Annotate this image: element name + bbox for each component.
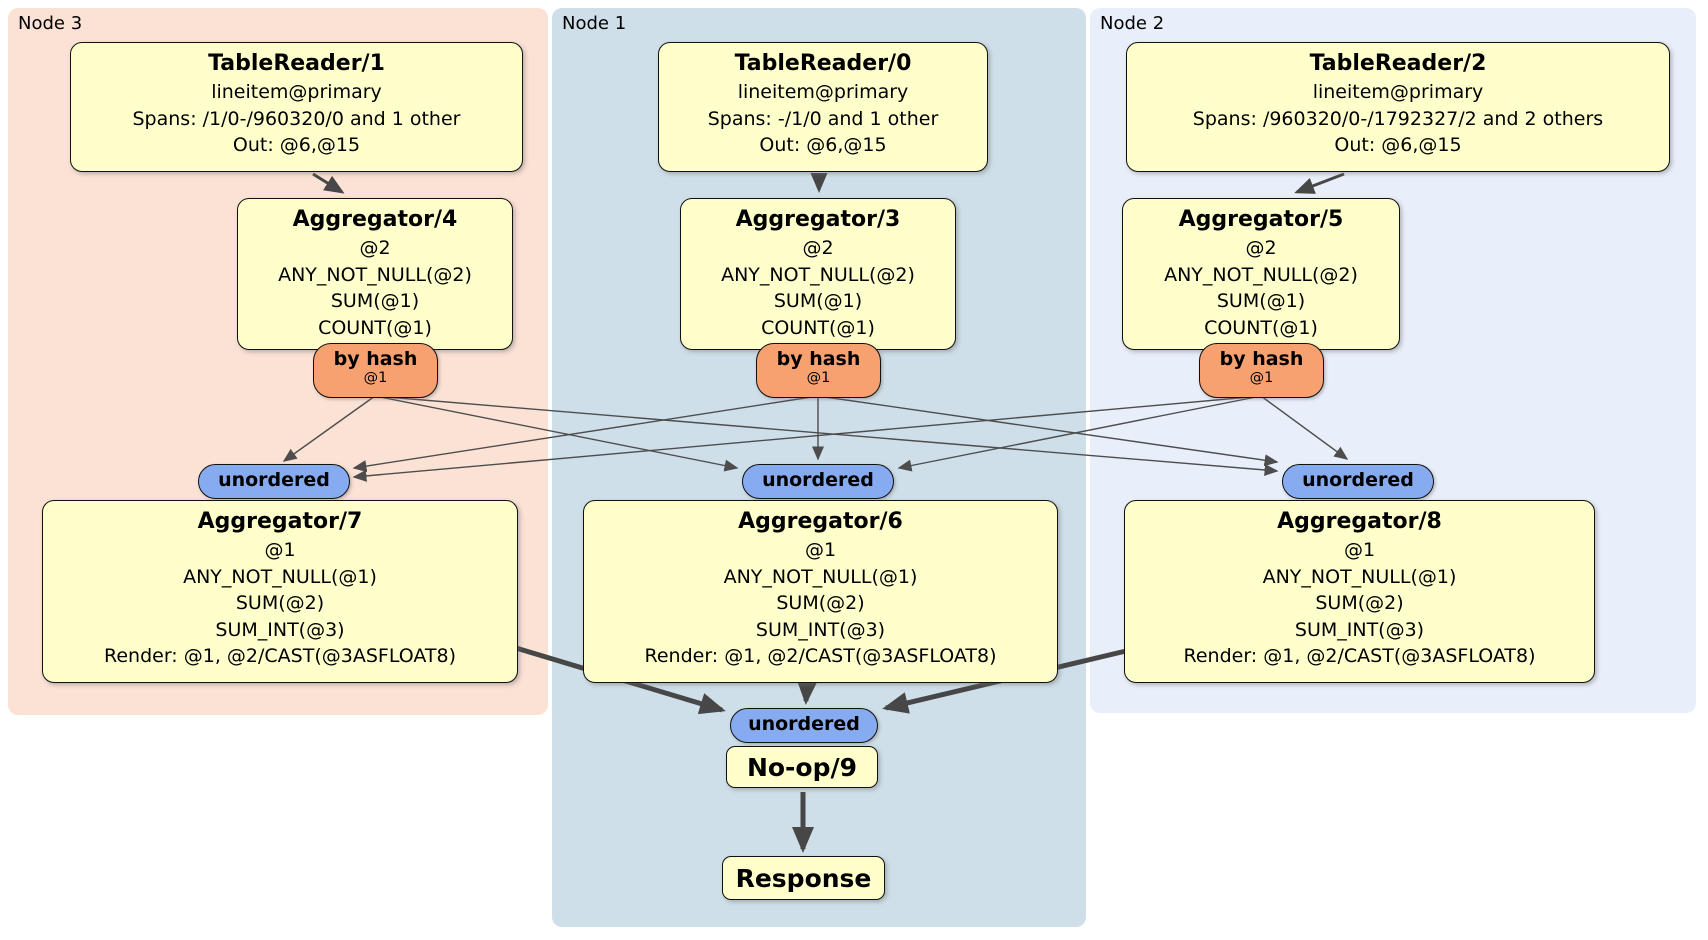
router-by-hash-node2-label: by hash — [1219, 348, 1304, 370]
box-detail-line: Out: @6,@15 — [232, 134, 361, 156]
box-detail-line: Spans: /1/0-/960320/0 and 1 other — [132, 107, 461, 130]
box-detail-line: ANY_NOT_NULL(@2) — [721, 263, 915, 286]
box-detail-line: SUM_INT(@3) — [755, 618, 886, 641]
sync-unordered-node2: unordered — [1282, 464, 1434, 499]
box-detail-line: Render: @1, @2/CAST(@3ASFLOAT8) — [1183, 645, 1536, 667]
box-detail-line: lineitem@primary — [737, 81, 909, 103]
router-by-hash-node3: by hash @1 — [313, 343, 438, 398]
box-detail-line: COUNT(@1) — [1204, 316, 1318, 339]
box-detail-line: lineitem@primary — [1312, 81, 1484, 103]
router-by-hash-node3-label: by hash — [333, 348, 418, 370]
box-detail-line: Spans: /960320/0-/1792327/2 and 2 others — [1192, 107, 1604, 130]
box-detail-line: COUNT(@1) — [318, 316, 432, 339]
box-detail-line: ANY_NOT_NULL(@2) — [278, 263, 472, 286]
box-detail-line: Render: @1, @2/CAST(@3ASFLOAT8) — [644, 645, 997, 667]
aggregator-8-title: Aggregator/8 — [1277, 509, 1442, 534]
sync-unordered-node3: unordered — [198, 464, 350, 499]
box-detail-line: @2 — [1245, 237, 1277, 259]
box-detail-line: SUM_INT(@3) — [1294, 618, 1425, 641]
box-detail-line: ANY_NOT_NULL(@1) — [1262, 565, 1457, 588]
box-detail-line: @1 — [1343, 539, 1376, 561]
router-by-hash-node2-detail: @1 — [1249, 370, 1274, 386]
box-detail-line: SUM(@2) — [776, 592, 865, 614]
aggregator-5-title: Aggregator/5 — [1178, 207, 1344, 232]
box-detail-line: @1 — [804, 539, 837, 561]
tablereader-2-title: TableReader/2 — [1309, 51, 1487, 76]
box-detail-line: ANY_NOT_NULL(@1) — [723, 565, 918, 588]
box-detail-line: Render: @1, @2/CAST(@3ASFLOAT8) — [104, 645, 456, 667]
box-detail-line: @1 — [264, 539, 296, 561]
response-box: Response — [722, 856, 885, 900]
box-detail-line: Out: @6,@15 — [759, 134, 887, 156]
tablereader-1-title: TableReader/1 — [208, 51, 385, 76]
box-detail-line: lineitem@primary — [211, 81, 382, 103]
box-detail-line: COUNT(@1) — [761, 316, 875, 339]
aggregator-4-title: Aggregator/4 — [292, 207, 458, 232]
node2-region-label: Node 2 — [1100, 13, 1165, 34]
sync-unordered-final: unordered — [730, 708, 878, 743]
router-by-hash-node3-detail: @1 — [363, 370, 388, 386]
box-detail-line: SUM(@2) — [235, 592, 325, 614]
box-detail-line: SUM(@1) — [1216, 290, 1306, 312]
router-by-hash-node1-label: by hash — [776, 348, 861, 370]
node3-region-label: Node 3 — [18, 13, 83, 34]
noop-box: No-op/9 — [726, 746, 878, 788]
box-detail-line: SUM(@1) — [330, 290, 420, 312]
router-by-hash-node2: by hash @1 — [1199, 343, 1324, 398]
sync-unordered-node1: unordered — [742, 464, 894, 499]
tablereader-0-title: TableReader/0 — [734, 51, 912, 76]
aggregator-7-title: Aggregator/7 — [197, 509, 363, 534]
box-detail-line: ANY_NOT_NULL(@1) — [183, 565, 377, 588]
box-detail-line: @2 — [802, 237, 834, 259]
aggregator-6-title: Aggregator/6 — [738, 509, 903, 534]
router-by-hash-node1-detail: @1 — [806, 370, 831, 386]
node1-region-label: Node 1 — [562, 13, 627, 34]
box-detail-line: ANY_NOT_NULL(@2) — [1164, 263, 1358, 286]
box-detail-line: SUM(@2) — [1315, 592, 1404, 614]
box-detail-line: SUM_INT(@3) — [215, 618, 345, 641]
box-detail-line: @2 — [359, 237, 391, 259]
router-by-hash-node1: by hash @1 — [756, 343, 881, 398]
box-detail-line: Spans: -/1/0 and 1 other — [707, 107, 939, 130]
box-detail-line: Out: @6,@15 — [1334, 134, 1462, 156]
box-detail-line: SUM(@1) — [773, 290, 863, 312]
aggregator-3-title: Aggregator/3 — [735, 207, 901, 232]
